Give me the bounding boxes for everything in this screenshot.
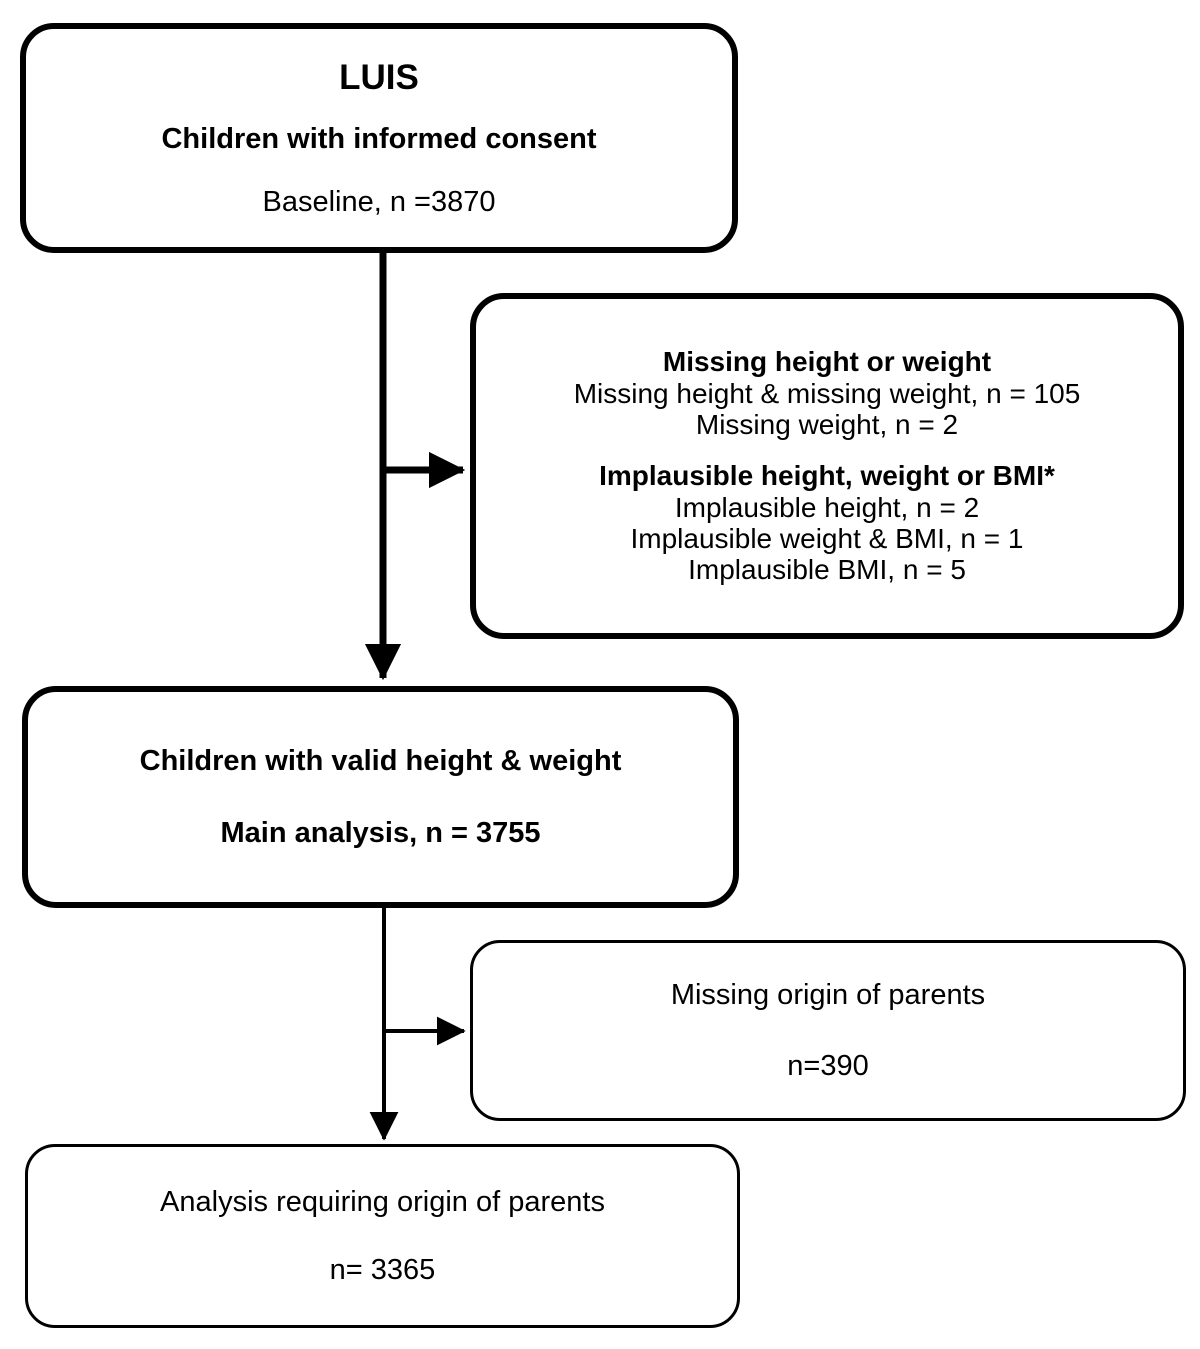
node-baseline-cohort: LUIS Children with informed consent Base… bbox=[20, 23, 738, 253]
implausible-height-item: Implausible height, n = 2 bbox=[674, 491, 980, 523]
node-final-analysis: Analysis requiring origin of parents n= … bbox=[25, 1144, 740, 1328]
valid-measurements-label: Children with valid height & weight bbox=[139, 744, 622, 777]
baseline-study-title: LUIS bbox=[339, 57, 419, 97]
implausible-measures-heading: Implausible height, weight or BMI* bbox=[599, 460, 1055, 492]
missing-measures-heading: Missing height or weight bbox=[662, 346, 992, 378]
missing-origin-label: Missing origin of parents bbox=[670, 979, 986, 1012]
missing-height-and-weight-item: Missing height & missing weight, n = 105 bbox=[573, 377, 1081, 409]
valid-measurements-count: Main analysis, n = 3755 bbox=[220, 817, 541, 849]
baseline-count: Baseline, n =3870 bbox=[262, 185, 496, 218]
missing-weight-item: Missing weight, n = 2 bbox=[695, 408, 959, 440]
node-excluded-measurements: Missing height or weight Missing height … bbox=[470, 293, 1184, 639]
baseline-subtitle: Children with informed consent bbox=[161, 123, 597, 156]
implausible-bmi-item: Implausible BMI, n = 5 bbox=[688, 554, 966, 586]
implausible-weight-and-bmi-item: Implausible weight & BMI, n = 1 bbox=[630, 523, 1024, 555]
node-valid-measurements: Children with valid height & weight Main… bbox=[22, 686, 739, 908]
final-analysis-count: n= 3365 bbox=[329, 1254, 436, 1286]
final-analysis-label: Analysis requiring origin of parents bbox=[160, 1185, 605, 1218]
missing-origin-count: n=390 bbox=[787, 1049, 869, 1082]
node-missing-origin-of-parents: Missing origin of parents n=390 bbox=[470, 940, 1186, 1121]
